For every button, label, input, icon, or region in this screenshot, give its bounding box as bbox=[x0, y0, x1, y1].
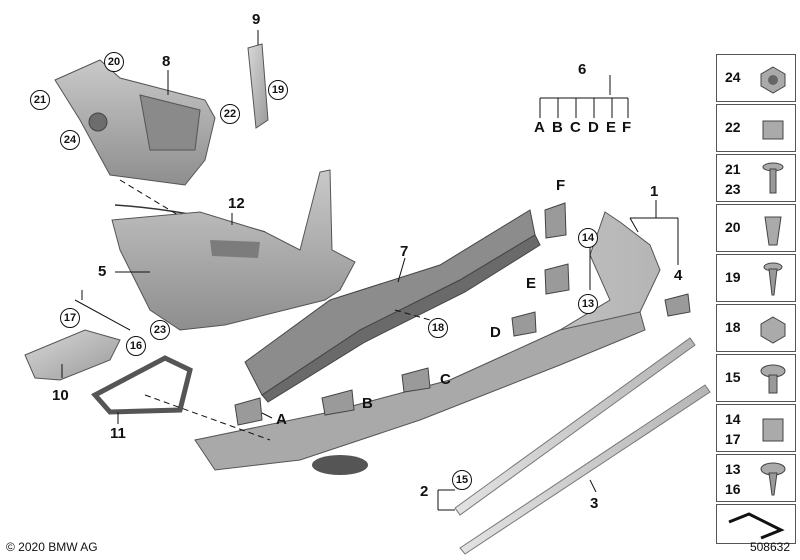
clip-icon bbox=[762, 120, 784, 140]
callout-17: 17 bbox=[60, 308, 80, 328]
tapping-screw-icon bbox=[763, 262, 783, 296]
label-4: 4 bbox=[674, 267, 683, 284]
push-clip-icon bbox=[760, 364, 786, 394]
angle-bracket-icon bbox=[728, 512, 785, 540]
spring-nut-icon bbox=[762, 418, 784, 442]
label-C: C bbox=[440, 371, 451, 388]
label-8: 8 bbox=[162, 53, 171, 70]
callout-19: 19 bbox=[268, 80, 288, 100]
label-9: 9 bbox=[252, 11, 261, 28]
callout-14: 14 bbox=[578, 228, 598, 248]
label-11: 11 bbox=[110, 425, 126, 442]
legend-item-bracket bbox=[716, 504, 796, 544]
screw-icon bbox=[762, 162, 784, 194]
legend-item-15: 15 bbox=[716, 354, 796, 402]
label-6: 6 bbox=[578, 61, 587, 78]
label-E: E bbox=[526, 275, 537, 292]
legend-item-19: 19 bbox=[716, 254, 796, 302]
label-1: 1 bbox=[650, 183, 659, 200]
part-3-strip bbox=[459, 384, 711, 555]
callout-18: 18 bbox=[428, 318, 448, 338]
label-F: F bbox=[556, 177, 566, 194]
label-3: 3 bbox=[590, 495, 599, 512]
abc-E: E bbox=[606, 119, 617, 136]
part-10-trim bbox=[24, 329, 121, 381]
callout-20: 20 bbox=[104, 52, 124, 72]
expansion-rivet-icon bbox=[764, 216, 782, 246]
legend-item-13-16: 13 16 bbox=[716, 454, 796, 502]
label-10: 10 bbox=[52, 387, 69, 404]
legend-item-21-23: 21 23 bbox=[716, 154, 796, 202]
abc-D: D bbox=[588, 119, 599, 136]
flange-screw-icon bbox=[760, 462, 786, 496]
hex-nut-icon bbox=[760, 316, 786, 344]
callout-16: 16 bbox=[126, 336, 146, 356]
copyright: © 2020 BMW AG bbox=[6, 540, 98, 554]
diagram-number: 508632 bbox=[749, 540, 790, 554]
label-7: 7 bbox=[400, 243, 409, 260]
abc-B: B bbox=[552, 119, 563, 136]
legend-item-18: 18 bbox=[716, 304, 796, 352]
abc-C: C bbox=[570, 119, 581, 136]
abc-F: F bbox=[622, 119, 632, 136]
callout-24: 24 bbox=[60, 130, 80, 150]
label-D: D bbox=[490, 324, 501, 341]
legend-item-20: 20 bbox=[716, 204, 796, 252]
callout-15: 15 bbox=[452, 470, 472, 490]
abc-A: A bbox=[534, 119, 545, 136]
callout-23: 23 bbox=[150, 320, 170, 340]
legend-item-22: 22 bbox=[716, 104, 796, 152]
label-B: B bbox=[362, 395, 373, 412]
nut-icon bbox=[760, 66, 786, 94]
callout-22: 22 bbox=[220, 104, 240, 124]
label-5: 5 bbox=[98, 263, 107, 280]
callout-13: 13 bbox=[578, 294, 598, 314]
part-11-trim bbox=[91, 355, 193, 415]
legend-item-14-17: 14 17 bbox=[716, 404, 796, 452]
part-2-strip bbox=[454, 337, 696, 516]
part-9-strip bbox=[247, 43, 269, 129]
label-12: 12 bbox=[228, 195, 245, 212]
label-A: A bbox=[276, 411, 287, 428]
label-2: 2 bbox=[420, 483, 429, 500]
legend-item-24: 24 bbox=[716, 54, 796, 102]
callout-21: 21 bbox=[30, 90, 50, 110]
